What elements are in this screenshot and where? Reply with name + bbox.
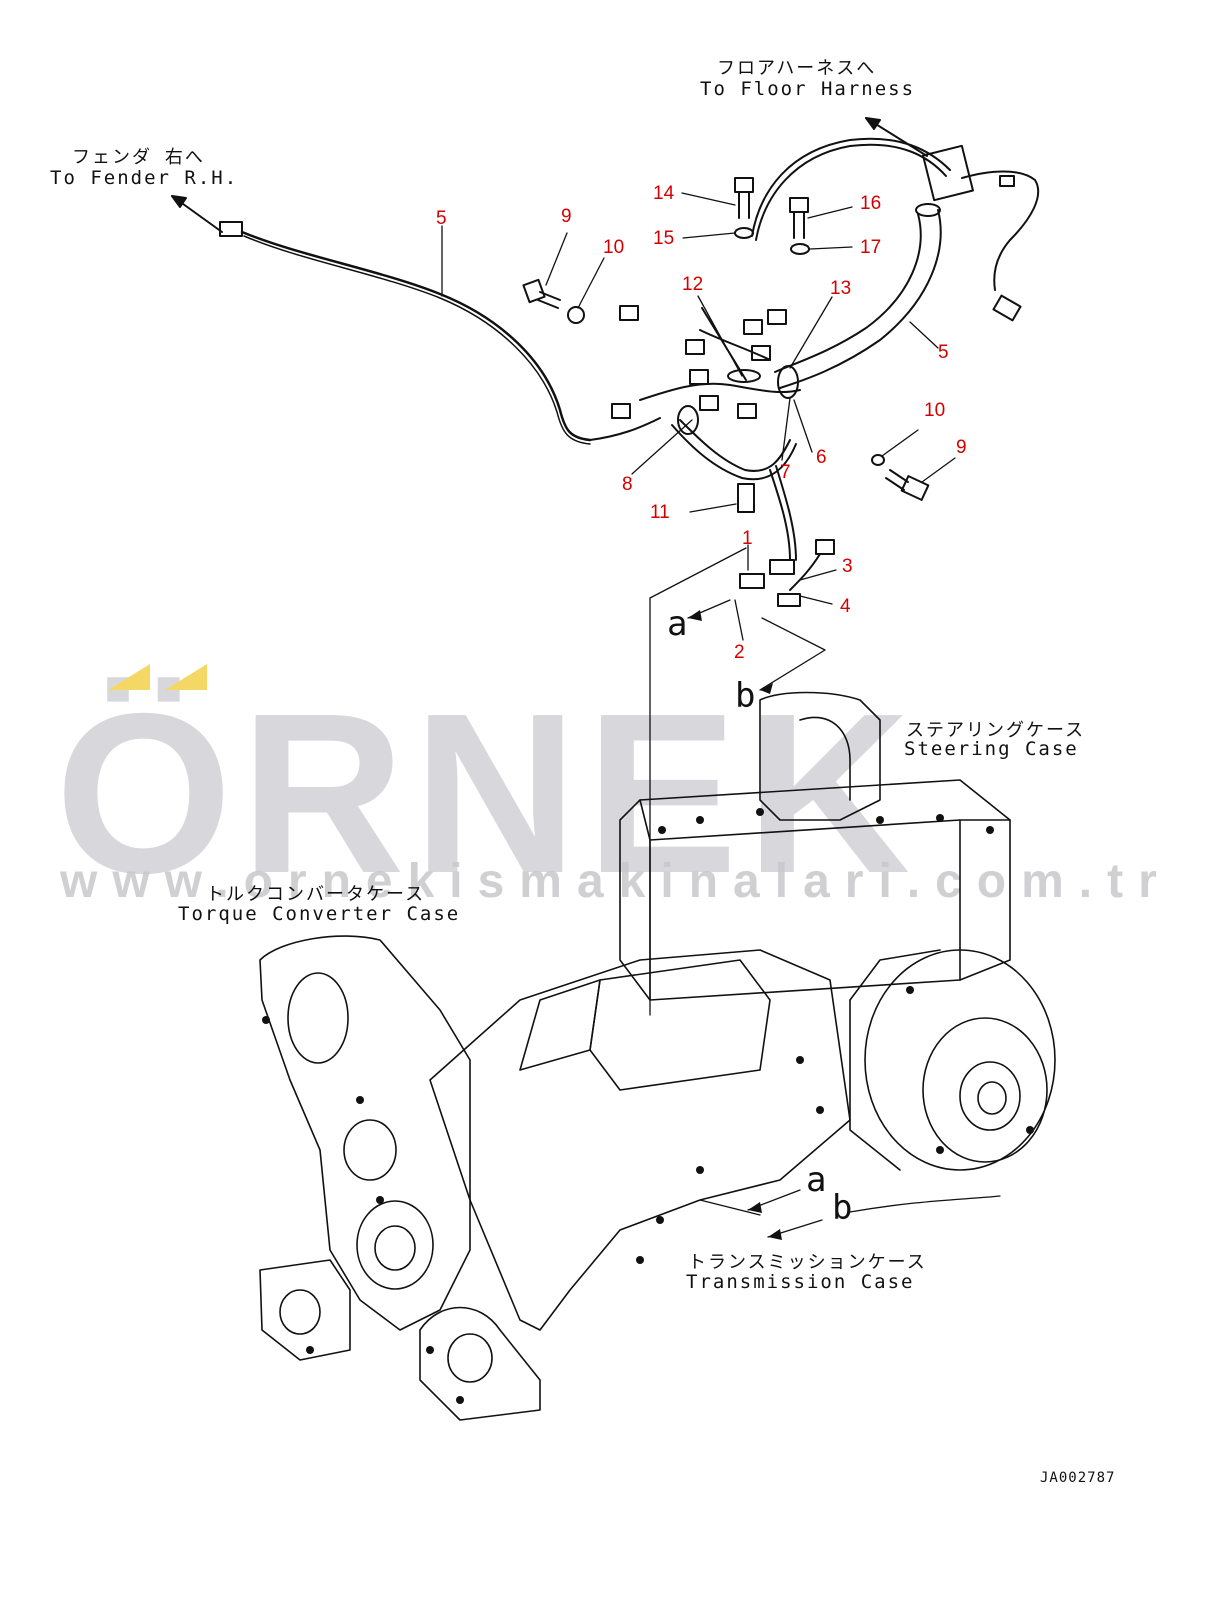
torque-case-label-jp: トルクコンバータケース: [206, 884, 426, 905]
callout-14: 14: [653, 183, 675, 204]
callout-3: 3: [842, 556, 853, 577]
callout-15: 15: [653, 228, 675, 249]
callout-2: 2: [734, 642, 745, 663]
callout-9-right: 9: [956, 437, 967, 458]
view-letter-b-bottom: b: [832, 1188, 853, 1228]
steering-case-label-en: Steering Case: [904, 738, 1079, 760]
callout-13: 13: [830, 278, 852, 299]
fender-label-en: To Fender R.H.: [50, 167, 239, 189]
callout-8: 8: [622, 474, 633, 495]
arrow-to-floor-harness: [865, 117, 928, 157]
transmission-assembly: [259, 691, 1056, 1421]
view-letter-b-top: b: [735, 676, 756, 716]
fender-harness: [219, 221, 661, 445]
callout-1: 1: [742, 528, 753, 549]
callout-11: 11: [650, 502, 670, 523]
callout-10-right: 10: [924, 400, 946, 421]
callout-7: 7: [780, 462, 791, 483]
callout-10-left: 10: [603, 237, 625, 258]
callout-4: 4: [840, 596, 851, 617]
callout-5-left: 5: [436, 208, 447, 229]
watermark-accent-right: [165, 664, 207, 690]
floor-harness: [751, 137, 1040, 389]
watermark-brand: ÖRNEK: [55, 667, 919, 921]
transmission-case-label-jp: トランスミッションケース: [688, 1252, 927, 1273]
drawing-id: JA002787: [1040, 1470, 1116, 1486]
callout-5-right: 5: [938, 342, 949, 363]
callout-17: 17: [860, 237, 882, 258]
arrow-to-fender: [171, 195, 223, 233]
callout-6: 6: [816, 447, 827, 468]
fasteners: [522, 177, 930, 513]
callout-12: 12: [682, 274, 704, 295]
floor-harness-label-jp: フロアハーネスへ: [717, 58, 877, 79]
steering-case-label-jp: ステアリングケース: [906, 720, 1086, 741]
callout-16: 16: [860, 193, 882, 214]
torque-case-label-en: Torque Converter Case: [178, 903, 461, 925]
leader-lines: [441, 192, 1001, 1240]
view-letter-a-top: a: [667, 604, 688, 644]
view-letter-a-bottom: a: [806, 1160, 827, 1200]
callout-9-left: 9: [561, 206, 572, 227]
watermark-url: www.ornekismakinalari.com.tr: [60, 855, 1172, 908]
floor-harness-label-en: To Floor Harness: [700, 78, 916, 100]
transmission-case-label-en: Transmission Case: [686, 1271, 915, 1293]
watermark-accent-left: [108, 664, 150, 690]
fender-label-jp: フェンダ 右へ: [72, 147, 205, 168]
